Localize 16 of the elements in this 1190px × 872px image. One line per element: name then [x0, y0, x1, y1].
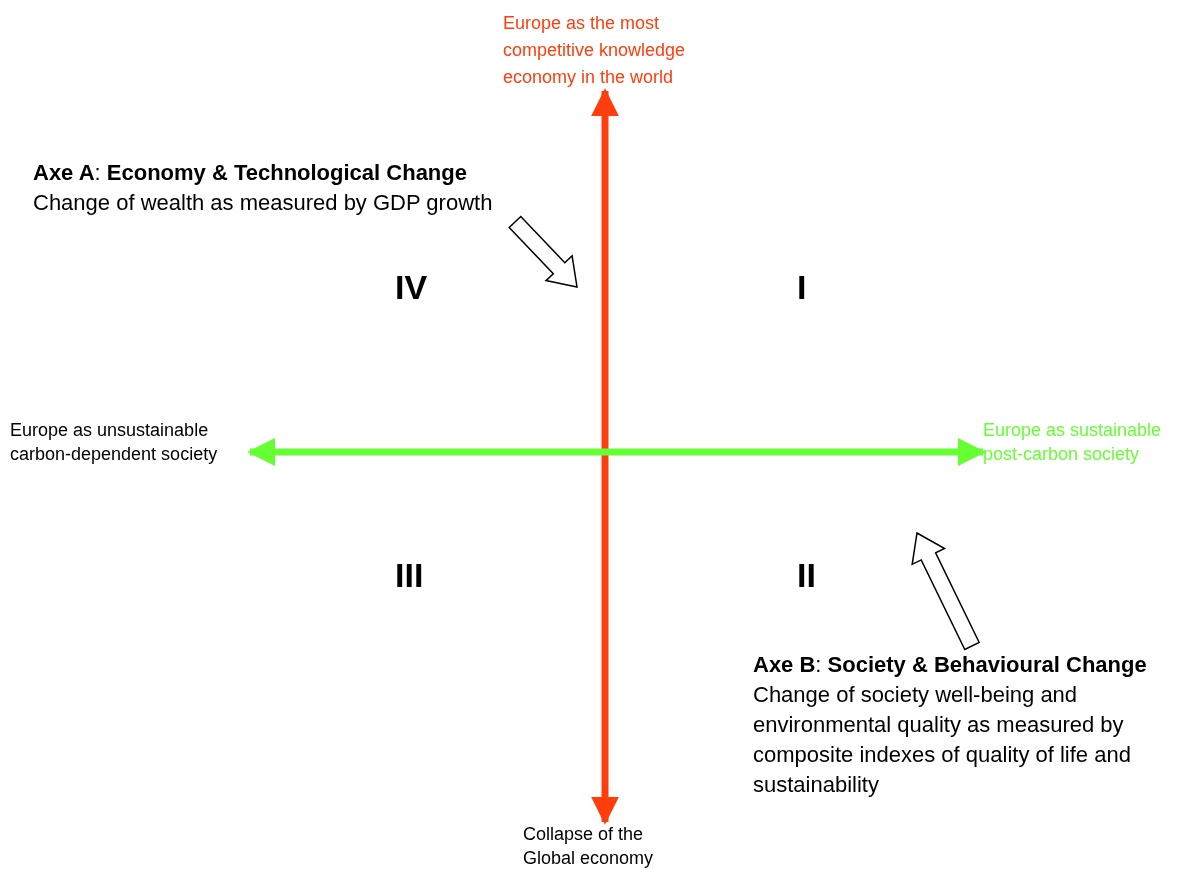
double-arrow-axis — [591, 88, 619, 825]
axis-description: Change of wealth as measured by GDP growth — [33, 189, 494, 217]
axis-end-label: Europe as the most competitive knowledge economy in the world — [503, 10, 718, 91]
double-arrow-axis — [247, 438, 986, 466]
quadrant-numeral: I — [797, 268, 807, 307]
axis-end-label: Europe as sustainable post-carbon society — [983, 418, 1188, 466]
quadrant-numeral: IV — [395, 268, 428, 307]
hollow-arrow — [508, 215, 578, 288]
axis-description: Change of society well-being and environmental quality as measured by composite indexes of quality of life and sustainability — [753, 681, 1132, 799]
hollow-arrow — [911, 531, 981, 651]
axis-end-label: Europe as unsustainable carbon-dependent society — [10, 418, 250, 466]
quadrant-numeral: II — [797, 556, 816, 595]
axis-heading: Axe B: Society & Behavioural Change — [753, 651, 1148, 679]
quadrant-numeral: III — [395, 556, 424, 595]
axis-heading: Axe A: Economy & Technological Change — [33, 159, 468, 187]
axis-end-label: Collapse of the Global economy — [523, 822, 673, 870]
